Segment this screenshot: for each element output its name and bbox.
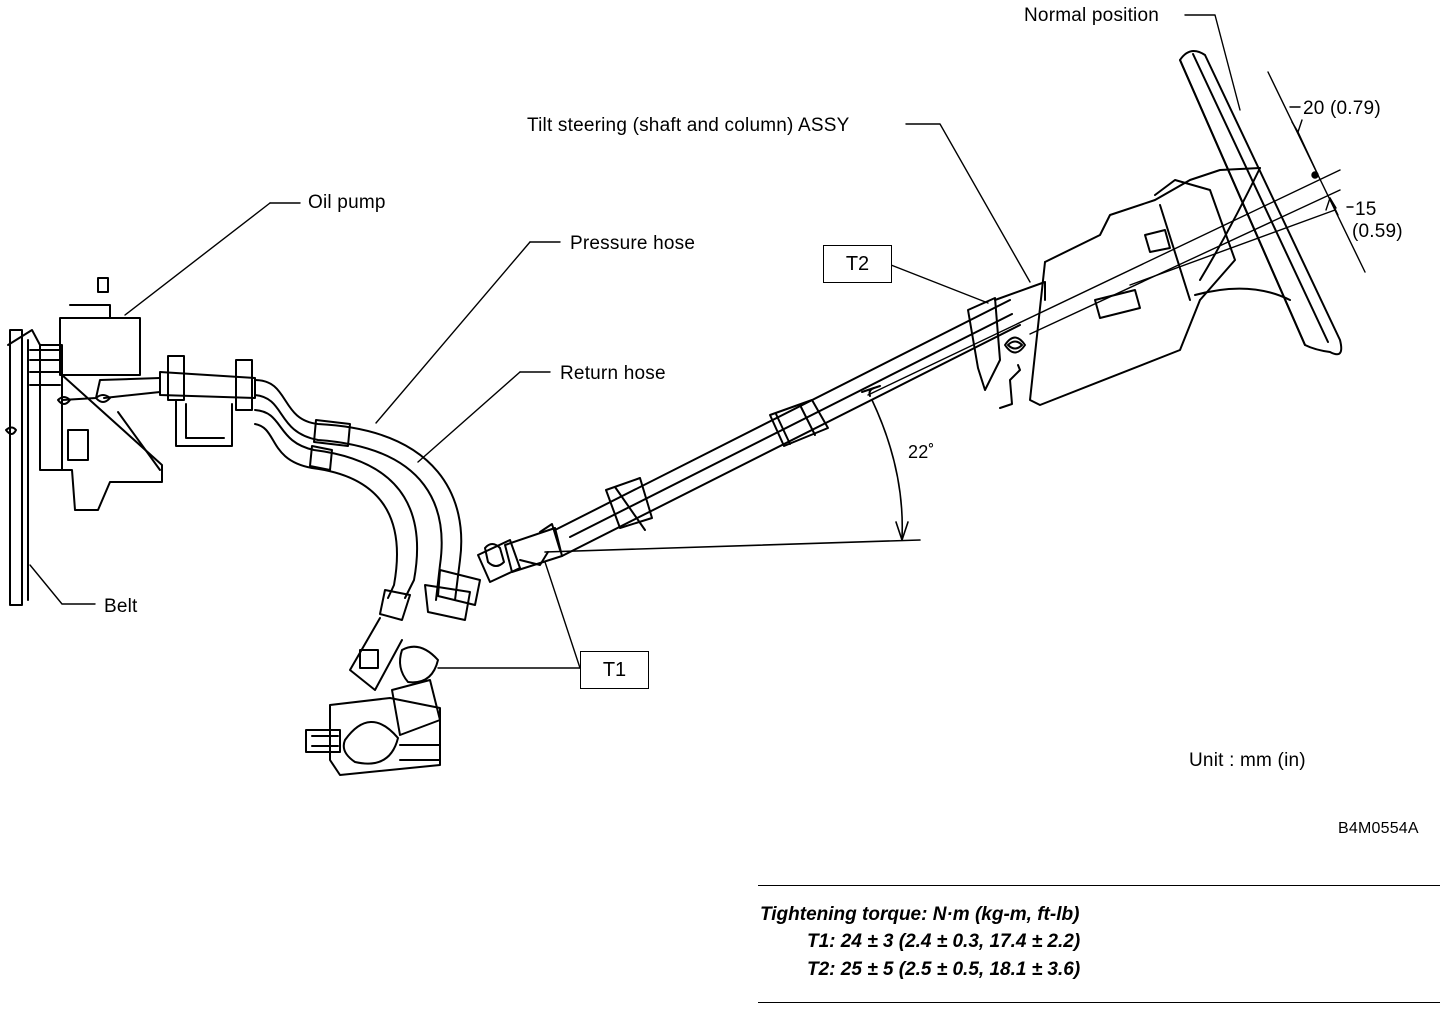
t2-callout: T2: [823, 245, 892, 283]
torque-top-rule: [758, 885, 1440, 886]
pump-fitting-drawing: [159, 355, 256, 447]
return-hose-drawing: [254, 409, 419, 599]
dimension-15-label: 15: [1355, 199, 1377, 220]
unit-label: Unit : mm (in): [1189, 750, 1306, 771]
steering-wheel-drawing: [1179, 50, 1343, 356]
belt-drawing: [5, 329, 41, 606]
leader-lines: [29, 14, 1241, 669]
column-bracket-drawing: [967, 281, 1046, 409]
column-cover-drawing: [1029, 167, 1291, 406]
torque-t1-spec: T1: 24 ± 3 (2.4 ± 0.3, 17.4 ± 2.2): [807, 931, 1081, 952]
return-hose-label: Return hose: [560, 363, 666, 384]
centerlines-drawing: [867, 169, 1341, 396]
torque-heading: Tightening torque: N·m (kg-m, ft-lb): [760, 904, 1080, 925]
angle-label: 22˚: [908, 442, 935, 462]
figure-code-label: B4M0554A: [1338, 820, 1419, 837]
t1-callout: T1: [580, 651, 649, 689]
pressure-hose-drawing: [254, 379, 463, 601]
normal-position-label: Normal position: [1024, 5, 1159, 26]
tilt-steering-assy-label: Tilt steering (shaft and column) ASSY: [527, 115, 850, 136]
torque-t2-spec: T2: 25 ± 5 (2.5 ± 0.5, 18.1 ± 3.6): [807, 959, 1081, 980]
pressure-hose-label: Pressure hose: [570, 233, 696, 254]
oil-pump-label: Oil pump: [308, 192, 386, 213]
dimension-lines: [1267, 71, 1366, 273]
dimension-20-label: 20 (0.79): [1303, 98, 1381, 119]
gearbox-drawing: [305, 569, 481, 776]
belt-label: Belt: [104, 596, 138, 617]
angle-construction: [544, 399, 921, 553]
steering-shaft-drawing: [554, 299, 1021, 557]
torque-bottom-rule: [758, 1002, 1440, 1003]
dimension-15-inch-label: (0.59): [1352, 221, 1403, 242]
oil-pump-drawing: [29, 277, 163, 511]
